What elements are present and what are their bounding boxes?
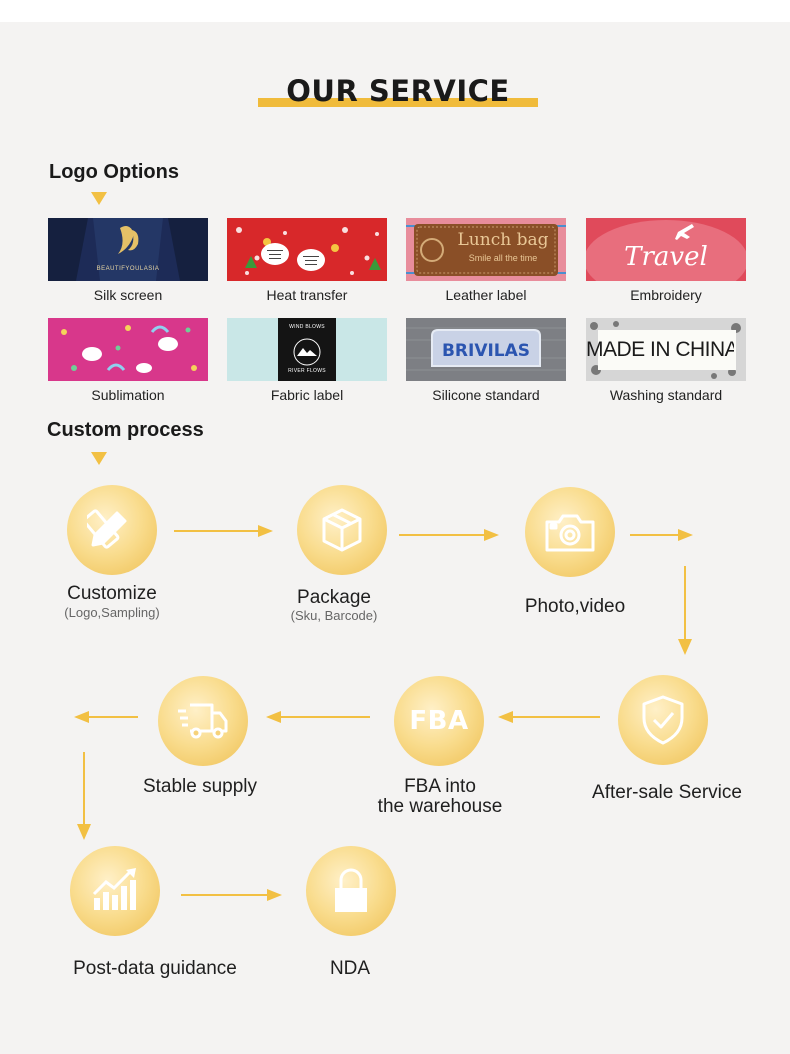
sublimation-image xyxy=(48,318,208,381)
logo-caption: Sublimation xyxy=(91,387,165,403)
leather-label-image xyxy=(406,218,566,281)
logo-caption: Washing standard xyxy=(609,387,723,403)
arrow-right-icon xyxy=(174,525,273,537)
arrow-right-icon xyxy=(181,889,282,901)
logo-caption: Embroidery xyxy=(630,287,702,303)
fba-circle: FBA xyxy=(394,676,484,766)
embroidery-text: Travel xyxy=(624,242,708,272)
leather-label-subtext: Smile all the time xyxy=(468,253,538,263)
package-circle xyxy=(297,485,387,575)
custom-process-heading: Custom process xyxy=(47,419,204,441)
logo-options-heading: Logo Options xyxy=(49,161,179,183)
step-sub-package: (Sku, Barcode) xyxy=(290,608,378,623)
silk-screen-text: BEAUTIFYOULASIA xyxy=(96,266,160,272)
arrow-down-icon xyxy=(678,566,692,655)
logo-caption: Fabric label xyxy=(270,387,344,403)
top-band xyxy=(0,0,790,22)
leather-label-text: Lunch bag xyxy=(457,230,549,250)
logo-caption: Silicone standard xyxy=(432,387,540,403)
truck-icon xyxy=(178,703,228,739)
fabric-label-subtext: RIVER FLOWS xyxy=(288,368,326,374)
step-label-stable-supply: Stable supply xyxy=(142,776,258,797)
pencil-ruler-icon xyxy=(87,509,127,549)
washing-standard-text: MADE IN CHINA xyxy=(586,338,734,361)
logo-caption: Heat transfer xyxy=(266,287,348,303)
after-sale-circle xyxy=(618,675,708,765)
lock-icon xyxy=(335,868,367,912)
title-underline xyxy=(258,98,538,107)
silicone-standard-text: BRIVILAS xyxy=(441,341,531,361)
embroidery-image xyxy=(586,218,746,281)
step-label-post-data: Post-data guidance xyxy=(73,958,237,979)
fabric-label-image xyxy=(227,318,387,381)
logo-option-heat-transfer: Heat transfer xyxy=(227,218,387,303)
logo-option-washing-standard: MADE IN CHINA Washing standard xyxy=(586,318,746,403)
step-label-nda: NDA xyxy=(329,958,371,979)
logo-option-silk-screen: BEAUTIFYOULASIA Silk screen xyxy=(48,218,208,303)
step-label-photo-video: Photo,video xyxy=(524,596,626,617)
arrow-right-icon xyxy=(399,529,499,541)
step-label-fba-line2: the warehouse xyxy=(377,796,503,817)
arrow-left-icon xyxy=(266,711,370,723)
logo-option-fabric-label: WIND BLOWS RIVER FLOWS Fabric label xyxy=(227,318,387,403)
silicone-standard-image xyxy=(406,318,566,381)
fabric-label-text: WIND BLOWS xyxy=(289,324,325,330)
custom-process-arrow-icon xyxy=(91,452,107,465)
heat-transfer-image xyxy=(227,218,387,281)
silk-screen-image xyxy=(48,218,208,281)
logo-option-silicone-standard: BRIVILAS Silicone standard xyxy=(406,318,566,403)
arrow-left-icon xyxy=(74,711,138,723)
photo-video-circle xyxy=(525,487,615,577)
fba-icon-text: FBA xyxy=(409,706,469,736)
post-data-circle xyxy=(70,846,160,936)
logo-option-leather-label: Lunch bag Smile all the time Leather lab… xyxy=(406,218,566,303)
arrow-down-icon xyxy=(77,752,91,840)
customize-circle xyxy=(67,485,157,575)
arrow-left-icon xyxy=(498,711,600,723)
logo-option-embroidery: Travel Embroidery xyxy=(586,218,746,303)
stable-supply-circle xyxy=(158,676,248,766)
logo-option-sublimation: Sublimation xyxy=(48,318,208,403)
step-label-package: Package xyxy=(297,587,371,608)
arrow-right-icon xyxy=(630,529,693,541)
logo-caption: Silk screen xyxy=(93,287,163,303)
nda-circle xyxy=(306,846,396,936)
bar-chart-icon xyxy=(92,868,136,910)
step-label-customize: Customize xyxy=(67,583,157,604)
logo-options-arrow-icon xyxy=(91,192,107,205)
camera-icon xyxy=(545,514,595,552)
page-title: OUR SERVICE xyxy=(286,74,510,108)
step-label-after-sale: After-sale Service xyxy=(592,782,742,803)
logo-caption: Leather label xyxy=(445,287,527,303)
step-label-fba-line1: FBA into xyxy=(404,776,476,797)
washing-standard-image xyxy=(586,318,746,381)
box-icon xyxy=(322,508,362,552)
shield-check-icon xyxy=(642,695,684,745)
step-sub-customize: (Logo,Sampling) xyxy=(64,605,160,620)
